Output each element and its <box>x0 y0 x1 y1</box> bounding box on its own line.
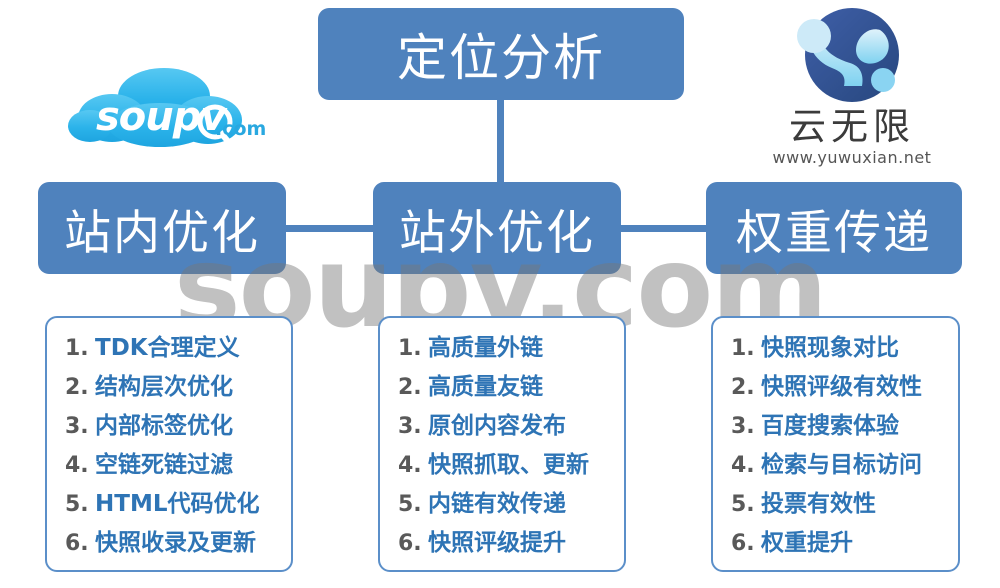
list-item-label: 内部标签优化 <box>95 413 233 439</box>
list-item[interactable]: 3.内部标签优化 <box>47 406 291 445</box>
list-item-label: 权重提升 <box>761 530 853 556</box>
list-item[interactable]: 6.权重提升 <box>713 523 958 562</box>
list-item-number: 3. <box>65 414 89 439</box>
list-item-label: 快照评级提升 <box>428 530 566 556</box>
list-item-number: 1. <box>731 336 755 361</box>
node-root[interactable]: 定位分析 <box>318 8 684 100</box>
list-item[interactable]: 4.快照抓取、更新 <box>380 445 624 484</box>
list-item[interactable]: 3.原创内容发布 <box>380 406 624 445</box>
list-item-number: 2. <box>398 375 422 400</box>
node-root-label: 定位分析 <box>397 29 605 87</box>
list-item-label: 原创内容发布 <box>428 413 566 439</box>
list-item[interactable]: 5.内链有效传递 <box>380 484 624 523</box>
yuwuxian-globe-icon <box>797 8 899 102</box>
list-item-number: 6. <box>398 531 422 556</box>
cloud-magnifier-icon <box>68 68 242 148</box>
list-item-number: 2. <box>731 375 755 400</box>
list-item-label: 投票有效性 <box>761 491 876 517</box>
list-item-label: 空链死链过滤 <box>95 452 233 478</box>
logo-soupv[interactable]: soupv .com <box>60 62 288 162</box>
list-item[interactable]: 2.快照评级有效性 <box>713 367 958 406</box>
list-item-number: 1. <box>398 336 422 361</box>
list-item-label: 检索与目标访问 <box>761 452 922 478</box>
list-item-label: 快照现象对比 <box>761 335 899 361</box>
node-outer-optimization[interactable]: 站外优化 <box>373 182 621 274</box>
list-item[interactable]: 6.快照评级提升 <box>380 523 624 562</box>
list-item-number: 5. <box>731 492 755 517</box>
list-item[interactable]: 1.高质量外链 <box>380 328 624 367</box>
list-item-number: 4. <box>731 453 755 478</box>
list-item-number: 1. <box>65 336 89 361</box>
node-weight-transfer[interactable]: 权重传递 <box>706 182 962 274</box>
connector-inner-to-outer <box>283 225 383 232</box>
connector-root-to-outer <box>497 96 504 188</box>
list-item[interactable]: 5.投票有效性 <box>713 484 958 523</box>
list-item-number: 6. <box>731 531 755 556</box>
list-item-number: 2. <box>65 375 89 400</box>
logo-soupv-suffix: .com <box>215 118 267 140</box>
node-inner-optimization[interactable]: 站内优化 <box>38 182 286 274</box>
list-item-label: TDK合理定义 <box>95 335 240 361</box>
list-item[interactable]: 1.快照现象对比 <box>713 328 958 367</box>
list-item[interactable]: 5.HTML代码优化 <box>47 484 291 523</box>
list-item[interactable]: 4.空链死链过滤 <box>47 445 291 484</box>
node-weight-transfer-label: 权重传递 <box>736 205 932 261</box>
list-item-number: 5. <box>398 492 422 517</box>
node-inner-optimization-label: 站内优化 <box>64 205 260 261</box>
list-item-number: 4. <box>65 453 89 478</box>
node-outer-optimization-label: 站外优化 <box>399 205 595 261</box>
list-item[interactable]: 1.TDK合理定义 <box>47 328 291 367</box>
logo-soupv-wordmark: soupv <box>96 94 226 140</box>
list-item-label: 高质量友链 <box>428 374 543 400</box>
list-item[interactable]: 2.结构层次优化 <box>47 367 291 406</box>
list-item[interactable]: 4.检索与目标访问 <box>713 445 958 484</box>
list-item-number: 5. <box>65 492 89 517</box>
list-item-number: 3. <box>731 414 755 439</box>
list-item-label: 结构层次优化 <box>95 374 233 400</box>
list-item-label: 快照收录及更新 <box>95 530 256 556</box>
logo-yuwuxian-url: www.yuwuxian.net <box>772 147 932 167</box>
logo-yuwuxian[interactable]: 云无限 www.yuwuxian.net <box>752 8 952 173</box>
list-item[interactable]: 3.百度搜索体验 <box>713 406 958 445</box>
list-item-label: 快照评级有效性 <box>761 374 922 400</box>
list-item-number: 3. <box>398 414 422 439</box>
connector-outer-to-weight <box>617 225 715 232</box>
list-item[interactable]: 6.快照收录及更新 <box>47 523 291 562</box>
list-item-label: 高质量外链 <box>428 335 543 361</box>
list-item[interactable]: 2.高质量友链 <box>380 367 624 406</box>
list-item-label: 百度搜索体验 <box>761 413 899 439</box>
list-item-label: HTML代码优化 <box>95 491 260 517</box>
logo-yuwuxian-brand: 云无限 <box>789 105 915 148</box>
list-item-label: 快照抓取、更新 <box>428 452 589 478</box>
list-item-label: 内链有效传递 <box>428 491 566 517</box>
list-item-number: 4. <box>398 453 422 478</box>
list-item-number: 6. <box>65 531 89 556</box>
